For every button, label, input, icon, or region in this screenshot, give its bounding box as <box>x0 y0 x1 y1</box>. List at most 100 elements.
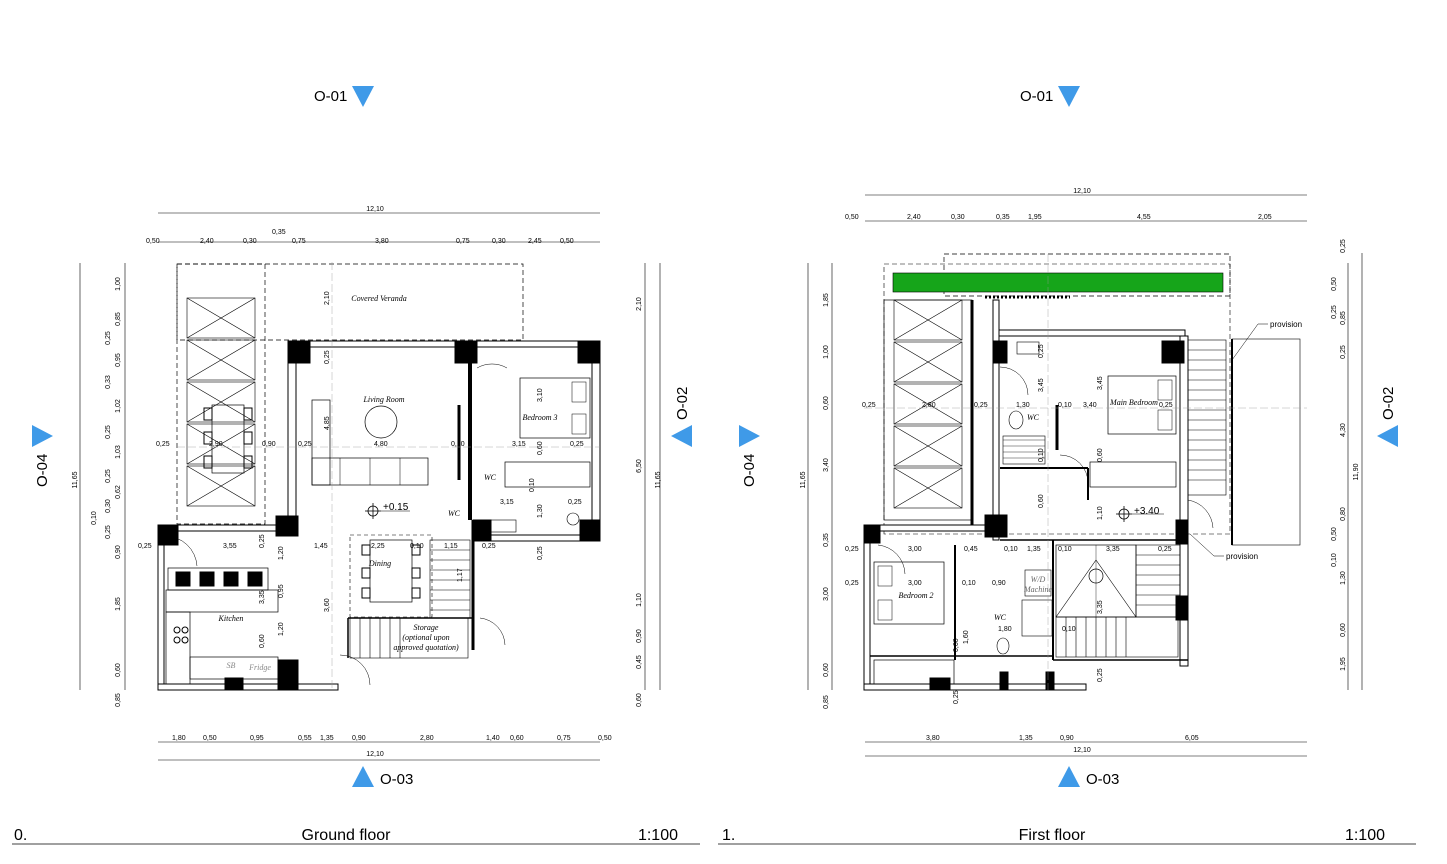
section-marker-o04: O-04 <box>34 454 51 487</box>
dim-text: 1,20 <box>278 546 285 560</box>
dim-text: 3,10 <box>537 388 544 402</box>
dim-text: 0,90 <box>1060 735 1074 742</box>
dim-text: 0,90 <box>992 580 1006 587</box>
dim-text: 0,33 <box>105 375 112 389</box>
dim-text: 3,35 <box>259 590 266 604</box>
dim-text: 0,60 <box>510 735 524 742</box>
dim-text: 0,25 <box>1159 402 1173 409</box>
dim-text: 1,60 <box>963 630 970 644</box>
dim-text: 12,10 <box>1073 747 1091 754</box>
dim-text: 0,35 <box>823 533 830 547</box>
dim-text: 1,00 <box>823 345 830 359</box>
section-marker-o03: O-03 <box>380 771 413 788</box>
dim-text: 3,80 <box>926 735 940 742</box>
dim-text: 2,25 <box>371 543 385 550</box>
dim-text: 2,40 <box>200 238 214 245</box>
dim-text: 1,95 <box>1028 214 1042 221</box>
dim-text: 1,10 <box>636 593 643 607</box>
room-label-wc2: WC <box>994 613 1007 622</box>
room-label-kitchen: Kitchen <box>218 614 244 623</box>
dim-text: 0,85 <box>115 312 122 326</box>
dim-text: 2,80 <box>922 402 936 409</box>
dim-text: 1,10 <box>1097 506 1104 520</box>
room-label-storage-note2: approved quotation) <box>393 643 459 652</box>
dim-text: 0,95 <box>278 584 285 598</box>
section-arrow-right-icon <box>32 425 53 447</box>
dim-text: 0,25 <box>1158 546 1172 553</box>
dim-text: 0,90 <box>115 545 122 559</box>
dim-text: 0,25 <box>862 402 876 409</box>
dim-text: 3,00 <box>823 587 830 601</box>
dim-text: 0,30 <box>951 214 965 221</box>
dim-text: 1,30 <box>537 504 544 518</box>
dim-text: 3,15 <box>500 499 514 506</box>
dim-text: 0,35 <box>272 229 286 236</box>
room-label-wc: WC <box>1027 413 1040 422</box>
dim-text: 0,85 <box>1340 311 1347 325</box>
dim-text: 0,45 <box>636 655 643 669</box>
label-fridge: Fridge <box>248 663 271 672</box>
section-arrow-down-icon <box>1058 86 1080 107</box>
dim-text: 0,25 <box>1340 345 1347 359</box>
dim-text: 0,60 <box>115 663 122 677</box>
dim-text: 4,80 <box>374 441 388 448</box>
dim-text: 0,60 <box>537 441 544 455</box>
dim-text: 0,90 <box>352 735 366 742</box>
dim-text: 0,45 <box>964 546 978 553</box>
dim-text: 0,25 <box>845 546 859 553</box>
dim-text: 0,25 <box>324 350 331 364</box>
dim-text: 0,10 <box>529 478 536 492</box>
title-block-ground: 0. Ground floor 1:100 <box>12 827 700 845</box>
dim-text: 1,02 <box>115 399 122 413</box>
dim-text: 1,85 <box>823 293 830 307</box>
dim-text: 6,05 <box>1185 735 1199 742</box>
dim-text: 0,50 <box>146 238 160 245</box>
first-bottom-dims: 3,80 1,35 0,90 6,05 <box>926 735 1199 742</box>
dim-text: 3,40 <box>823 458 830 472</box>
dim-text: 0,25 <box>105 469 112 483</box>
section-marker-o04: O-04 <box>741 454 758 487</box>
room-label-storage: Storage <box>414 623 439 632</box>
dim-text: 0,75 <box>557 735 571 742</box>
dim-text: 0,25 <box>1331 305 1338 319</box>
dim-text: 1,03 <box>115 445 122 459</box>
dim-text: 0,25 <box>105 425 112 439</box>
drawing-number: 1. <box>722 827 735 844</box>
label-sb: SB <box>227 661 236 670</box>
drawing-scale: 1:100 <box>1345 827 1385 844</box>
dim-text: 11,65 <box>72 471 79 488</box>
dim-text: 0,60 <box>259 634 266 648</box>
dim-text: 0,10 <box>1331 553 1338 567</box>
room-label-bedroom3: Bedroom 3 <box>522 413 557 422</box>
ground-bottom-dims: 1,80 0,50 0,95 0,55 1,35 0,90 2,80 1,40 … <box>172 735 612 742</box>
dim-text: 2,05 <box>1258 214 1272 221</box>
room-label-wc-small: WC <box>448 509 461 518</box>
section-arrow-up-icon <box>1058 766 1080 787</box>
room-label-wc: WC <box>484 473 497 482</box>
dim-text: 0,25 <box>1097 668 1104 682</box>
dim-text: 1,30 <box>1340 571 1347 585</box>
dim-text: 0,25 <box>298 441 312 448</box>
dim-text: 1,35 <box>1019 735 1033 742</box>
dim-text: 3,40 <box>1083 402 1097 409</box>
room-label-main-bedroom: Main Bedroom <box>1109 398 1158 407</box>
room-label-dining: Dining <box>368 559 391 568</box>
dim-text: 0,60 <box>1340 623 1347 637</box>
section-marker-o02: O-02 <box>1380 387 1397 420</box>
dim-text: 0,35 <box>996 214 1010 221</box>
dim-text: 0,50 <box>1331 527 1338 541</box>
ground-top-dims: 0,50 2,40 0,30 0,35 0,75 3,80 0,75 0,30 … <box>146 229 574 245</box>
room-label-bedroom2: Bedroom 2 <box>898 591 933 600</box>
dim-text: 0,25 <box>953 690 960 704</box>
dim-text: 0,25 <box>138 543 152 550</box>
dim-text: 0,50 <box>560 238 574 245</box>
dim-text: 0,10 <box>962 580 976 587</box>
dim-text: 0,25 <box>568 499 582 506</box>
dim-text: 0,25 <box>156 441 170 448</box>
dim-text: 0,60 <box>823 396 830 410</box>
dim-text: 1,85 <box>115 597 122 611</box>
level-marker-first: +3.40 <box>1134 506 1160 517</box>
dim-text: 1,15 <box>444 543 458 550</box>
